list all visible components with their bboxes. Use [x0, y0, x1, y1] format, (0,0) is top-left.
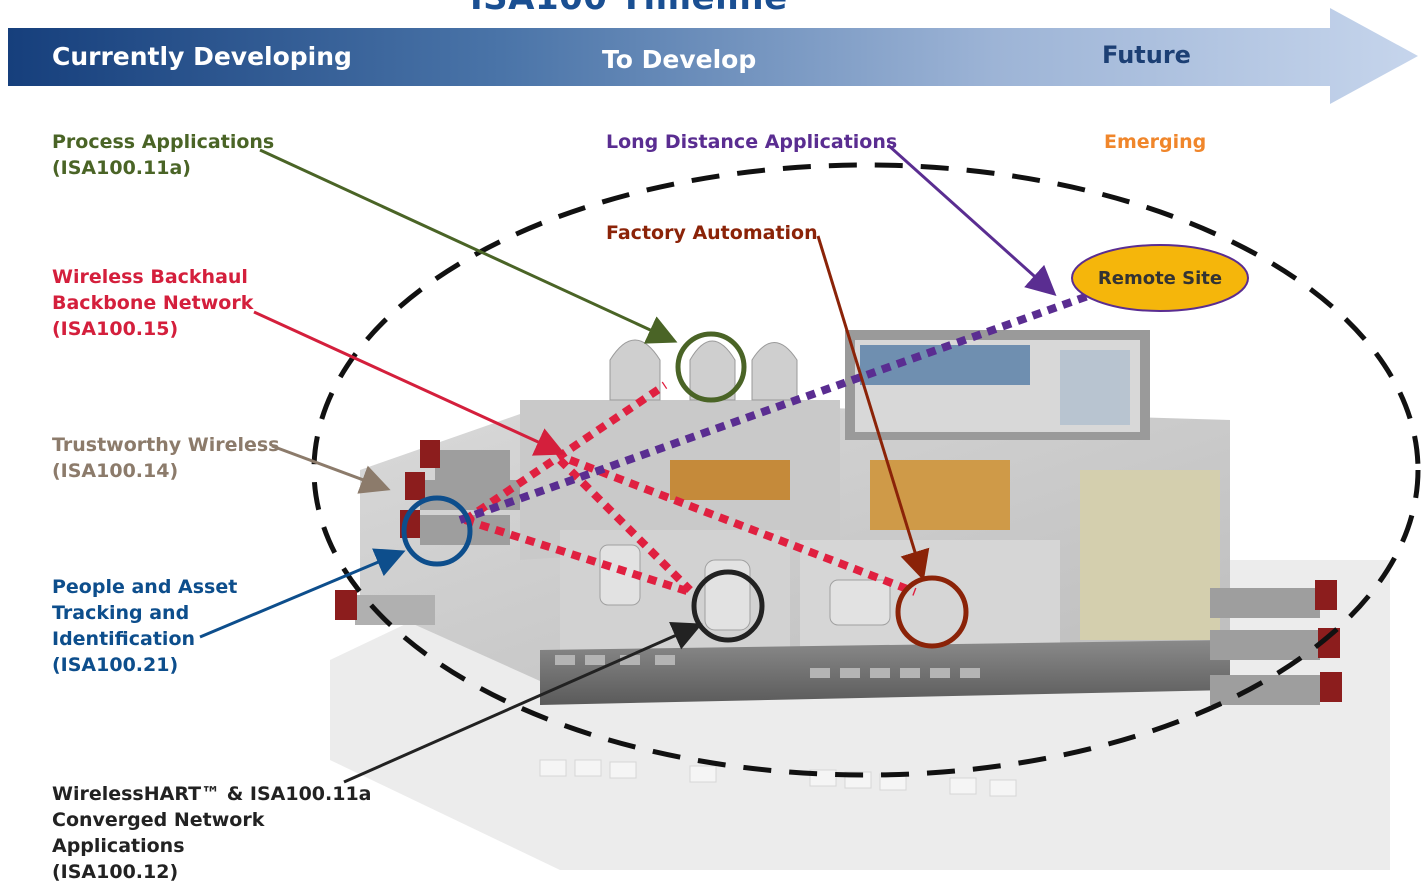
label-backhaul-line1: Wireless Backhaul — [52, 266, 248, 288]
long-distance-arrow — [886, 143, 1057, 297]
label-people-line3: Identification — [52, 628, 196, 650]
label-process-line1: Process Applications — [52, 131, 275, 153]
people-circle — [401, 495, 473, 567]
label-long-distance: Long Distance Applications — [606, 131, 898, 153]
scope-ellipse — [311, 162, 1421, 778]
factory-circle — [895, 575, 969, 649]
label-wirelesshart-line2: Converged Network — [52, 809, 265, 831]
label-backhaul-line2: Backbone Network — [52, 292, 254, 314]
label-emerging: Emerging — [1104, 131, 1207, 153]
timeline-to-develop: To Develop — [602, 45, 757, 74]
remote-site-label: Remote Site — [1097, 267, 1223, 289]
process-arrow — [259, 148, 678, 344]
label-people-line2: Tracking and — [52, 602, 190, 624]
remote-site-ellipse — [1071, 244, 1249, 312]
label-factory: Factory Automation — [606, 222, 818, 244]
wirelesshart-circle — [691, 569, 765, 643]
label-trustworthy-line1: Trustworthy Wireless — [52, 434, 280, 456]
trustworthy-arrow — [271, 444, 391, 494]
page-title: ISA100 Timeline — [470, 0, 788, 18]
label-process-line2: (ISA100.11a) — [52, 157, 191, 179]
label-people-line1: People and Asset — [52, 576, 238, 598]
label-wirelesshart-line1: WirelessHART™ & ISA100.11a — [52, 783, 372, 805]
factory-illustration — [330, 330, 1390, 870]
timeline-currently: Currently Developing — [52, 42, 352, 71]
label-trustworthy: Trustworthy Wireless (ISA100.14) — [52, 432, 280, 484]
backhaul-arrow — [253, 310, 566, 456]
factory-arrow — [816, 235, 930, 581]
label-wirelesshart: WirelessHART™ & ISA100.11a Converged Net… — [52, 781, 371, 885]
wirelesshart-arrow — [343, 621, 703, 784]
label-people: People and Asset Tracking and Identifica… — [52, 574, 237, 678]
label-wirelesshart-line4: (ISA100.12) — [52, 861, 179, 883]
label-wirelesshart-line3: Applications — [52, 835, 185, 857]
process-circle — [675, 331, 747, 403]
label-backhaul: Wireless Backhaul Backbone Network (ISA1… — [52, 264, 253, 342]
label-people-line4: (ISA100.21) — [52, 654, 179, 676]
people-arrow — [199, 548, 406, 639]
timeline-future: Future — [1102, 41, 1191, 69]
label-process: Process Applications (ISA100.11a) — [52, 129, 274, 181]
timeline-banner — [8, 8, 1418, 104]
label-backhaul-line3: (ISA100.15) — [52, 318, 179, 340]
label-trustworthy-line2: (ISA100.14) — [52, 460, 179, 482]
